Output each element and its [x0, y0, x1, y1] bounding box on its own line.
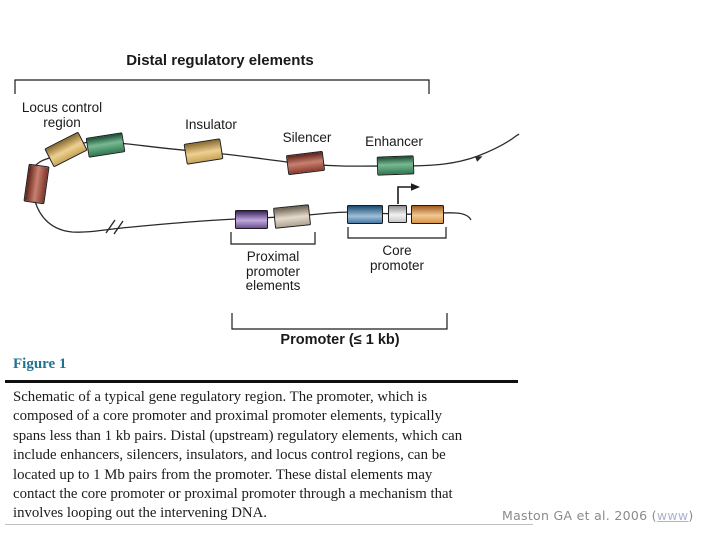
- caption-line: contact the core promoter or proximal pr…: [13, 486, 453, 503]
- promoter-size-label: Promoter (≤ 1 kb): [280, 332, 400, 348]
- loop-direction-arrowhead: [474, 156, 483, 162]
- citation-text: Maston GA et al. 2006 (: [502, 508, 657, 523]
- locus-control-region-label-line1: Locus control: [21, 100, 103, 115]
- insulator-label: Insulator: [185, 117, 237, 132]
- locus-control-region-label-line2: region: [43, 114, 81, 130]
- core-label-line1: Core: [382, 243, 412, 258]
- strand-break-marks: [105, 219, 124, 235]
- proximal-elements-bracket: [230, 232, 316, 245]
- citation-close-paren: ): [688, 508, 694, 523]
- distal-elements-bracket: [14, 79, 430, 94]
- caption-line: Schematic of a typical gene regulatory r…: [13, 389, 428, 405]
- figure-caption: Schematic of a typical gene regulatory r…: [13, 388, 462, 524]
- figure-heading: Figure 1: [13, 356, 67, 372]
- core-promoter-label: Core promoter: [369, 243, 425, 273]
- caption-bottom-rule: [5, 524, 533, 525]
- source-citation: Maston GA et al. 2006 (www): [502, 508, 694, 523]
- enhancer-cylinder: [376, 155, 415, 176]
- caption-top-rule: [5, 380, 518, 383]
- proximal-label-line1: Proximal: [246, 249, 300, 264]
- caption-line: involves looping out the intervening DNA…: [13, 505, 267, 522]
- proximal-promoter-elements-label: Proximal promoter elements: [245, 249, 301, 294]
- transcription-start-arrow: [397, 183, 420, 204]
- core-promoter-cylinder-orange: [411, 205, 444, 224]
- core-label-line2: promoter: [369, 257, 425, 273]
- caption-line: spans less than 1 kb pairs. Distal (upst…: [13, 427, 463, 444]
- distal-regulatory-elements-label: Distal regulatory elements: [126, 52, 314, 69]
- proximal-label-line3: elements: [245, 278, 301, 293]
- silencer-label: Silencer: [282, 130, 332, 145]
- proximal-label-line2: promoter: [245, 263, 301, 279]
- caption-line: composed of a core promoter and proximal…: [13, 408, 442, 425]
- citation-www-link[interactable]: www: [656, 508, 689, 523]
- caption-line: located up to 1 Mb pairs from the promot…: [13, 466, 433, 483]
- caption-line: include enhancers, silencers, insulators…: [13, 447, 446, 464]
- proximal-element-cylinder-taupe: [273, 204, 311, 229]
- tss-cylinder-gray: [388, 205, 407, 223]
- promoter-bracket: [231, 313, 448, 330]
- enhancer-label: Enhancer: [365, 134, 423, 149]
- locus-control-region-label: Locus control region: [21, 100, 103, 130]
- core-promoter-cylinder-blue: [347, 205, 383, 224]
- proximal-element-cylinder-purple: [235, 210, 268, 229]
- core-promoter-bracket: [347, 227, 447, 239]
